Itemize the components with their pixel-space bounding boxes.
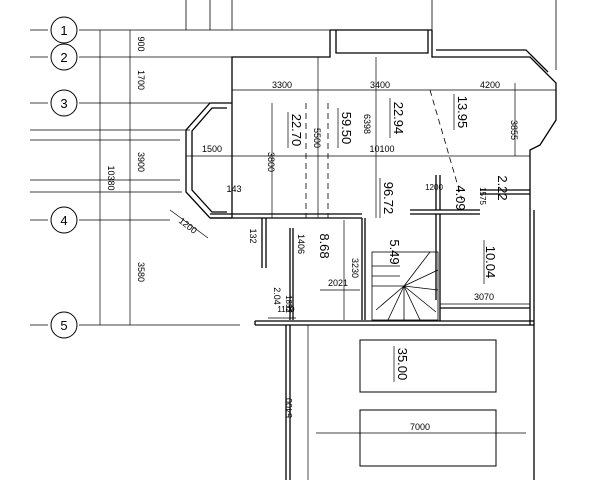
dim-5500: 5500 [312,128,322,148]
walls [185,29,557,480]
area-35-00: 35.00 [395,348,410,381]
dimension-lines [99,30,556,480]
dim-1100: 1100 [277,305,295,314]
axis-bubble-5 [50,311,78,339]
dim-1575: 1575 [478,187,487,205]
dim-5400: 5400 [284,398,294,418]
dim-132: 132 [248,228,258,243]
dim-143: 143 [226,184,241,194]
area-underlines [287,94,485,382]
dim-900: 900 [136,36,146,51]
garage-car-spots [359,339,497,467]
axis-bubble-4 [50,206,78,234]
area-8-68: 8.68 [317,233,332,258]
dashed-lines [305,89,463,218]
dim-3400: 3400 [370,80,390,90]
dim-2021: 2021 [328,278,348,288]
dim-1852: 1852 [284,295,293,313]
axis-bubble-3 [50,89,78,117]
dim-7000: 7000 [410,422,430,432]
area-2-22: 2.22 [495,175,510,200]
area-22-70: 22.70 [289,114,304,147]
dim-1500: 1500 [202,144,222,154]
room-area-labels: 22.70 59.50 22.94 13.95 96.72 4.09 2.22 … [272,96,510,381]
axis-label-5: 5 [60,318,67,333]
axis-label-1: 1 [60,23,67,38]
axis-bubble-1 [50,16,78,44]
dim-3900: 3900 [136,152,146,172]
dim-1406: 1406 [296,234,306,254]
staircase [371,251,439,321]
axis-label-3: 3 [60,96,67,111]
axis-label-2: 2 [60,50,67,65]
area-10-04: 10.04 [483,246,498,279]
area-22-94: 22.94 [391,102,406,135]
dim-10100: 10100 [369,144,394,154]
dim-6398: 6398 [362,114,372,134]
area-96-72: 96.72 [381,182,396,215]
dim-1200: 1200 [177,216,199,236]
dimension-labels: 900 1700 3900 10380 3580 3300 3400 4200 … [106,36,519,432]
area-59-50: 59.50 [339,112,354,145]
dim-3300: 3300 [272,80,292,90]
dim-1700: 1700 [136,70,146,90]
area-2-04: 2.04 [272,287,282,305]
dim-3070: 3070 [474,292,494,302]
axis-bubble-2 [50,43,78,71]
dim-3800: 3800 [266,152,276,172]
axis-lines [30,0,557,326]
area-5-49: 5.49 [387,239,402,264]
dim-3580: 3580 [136,262,146,282]
axis-bubbles: 1 2 3 4 5 [50,16,78,339]
axis-label-4: 4 [60,213,67,228]
area-4-09: 4.09 [453,185,468,210]
dim-1200b: 1200 [425,183,443,192]
area-13-95: 13.95 [455,96,470,129]
dim-3855: 3855 [509,120,519,140]
dim-3230: 3230 [350,258,360,278]
dim-4200: 4200 [480,80,500,90]
dim-10380: 10380 [106,165,116,190]
